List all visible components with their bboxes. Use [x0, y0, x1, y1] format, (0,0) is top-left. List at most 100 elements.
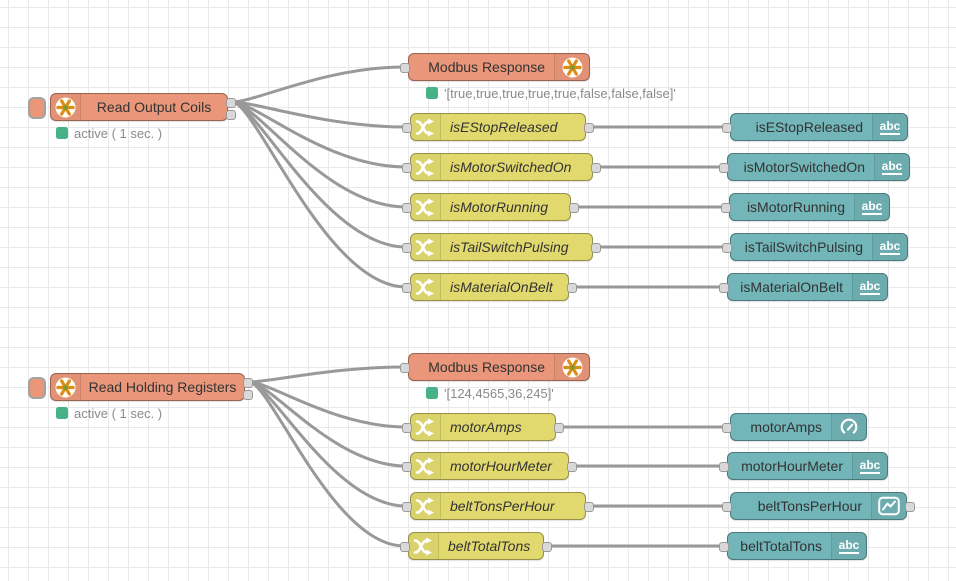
input-port[interactable]	[402, 243, 412, 253]
status-text: '[true,true,true,true,true,false,false,f…	[444, 85, 676, 101]
node-status: active ( 1 sec. )	[56, 406, 162, 421]
text-abc-icon: abc	[852, 453, 887, 479]
text-abc-icon: abc	[854, 194, 889, 220]
input-port[interactable]	[719, 542, 729, 552]
output-port[interactable]	[243, 390, 253, 400]
switch-node-motorHourMeter[interactable]: motorHourMeter	[402, 452, 577, 480]
modbus-read-node-Read-Holding-Registers[interactable]: Read Holding Registers	[28, 373, 253, 401]
abc-badge-label: abc	[879, 238, 901, 255]
switch-node-isMaterialOnBelt[interactable]: isMaterialOnBelt	[402, 273, 577, 301]
output-port[interactable]	[567, 283, 577, 293]
status-text: '[124,4565,36,245]'	[444, 385, 554, 401]
input-port[interactable]	[402, 163, 412, 173]
output-port[interactable]	[569, 203, 579, 213]
ui-text-node-isEStopReleased[interactable]: isEStopReleased abc	[722, 113, 908, 141]
switch-arrows-icon	[409, 533, 439, 559]
output-port[interactable]	[226, 110, 236, 120]
modbus-response-node-Modbus-Response[interactable]: Modbus Response	[400, 53, 590, 81]
input-port[interactable]	[400, 63, 410, 73]
input-port[interactable]	[402, 462, 412, 472]
status-dot	[426, 387, 438, 399]
status-text: active ( 1 sec. )	[74, 125, 163, 141]
input-port[interactable]	[400, 542, 410, 552]
switch-arrows-icon	[411, 194, 441, 220]
output-port[interactable]	[226, 98, 236, 108]
input-port[interactable]	[719, 462, 729, 472]
node-label: Read Holding Registers	[88, 379, 237, 395]
node-label: isTailSwitchPulsing	[744, 239, 863, 255]
output-port[interactable]	[584, 123, 594, 133]
switch-node-isEStopReleased[interactable]: isEStopReleased	[402, 113, 594, 141]
ui-text-node-isTailSwitchPulsing[interactable]: isTailSwitchPulsing abc	[722, 233, 908, 261]
chart-line-icon	[871, 493, 906, 519]
input-port[interactable]	[719, 283, 729, 293]
node-label: Read Output Coils	[96, 99, 212, 115]
wire[interactable]	[247, 380, 408, 508]
output-port[interactable]	[591, 243, 601, 253]
wire[interactable]	[230, 100, 408, 169]
output-port[interactable]	[567, 462, 577, 472]
output-port[interactable]	[243, 378, 253, 388]
node-label: beltTotalTons	[448, 538, 531, 554]
node-trigger-button[interactable]	[28, 97, 46, 119]
modbus-read-node-Read-Output-Coils[interactable]: Read Output Coils	[28, 93, 236, 121]
input-port[interactable]	[400, 363, 410, 373]
switch-node-beltTotalTons[interactable]: beltTotalTons	[400, 532, 552, 560]
modbus-flower-icon	[554, 54, 589, 80]
output-port[interactable]	[542, 542, 552, 552]
switch-arrows-icon	[411, 114, 441, 140]
node-label: isEStopReleased	[755, 119, 863, 135]
ui-gauge-node-motorAmps[interactable]: motorAmps	[722, 413, 867, 441]
node-status: '[true,true,true,true,true,false,false,f…	[426, 85, 676, 101]
ui-text-node-beltTotalTons[interactable]: beltTotalTons abc	[719, 532, 867, 560]
wire[interactable]	[247, 380, 406, 548]
ui-text-node-isMotorRunning[interactable]: isMotorRunning abc	[721, 193, 890, 221]
switch-node-beltTonsPerHour[interactable]: beltTonsPerHour	[402, 492, 594, 520]
input-port[interactable]	[722, 123, 732, 133]
abc-badge-label: abc	[861, 198, 883, 215]
output-port[interactable]	[554, 423, 564, 433]
node-label: isEStopReleased	[450, 119, 558, 135]
switch-node-isMotorSwitchedOn[interactable]: isMotorSwitchedOn	[402, 153, 601, 181]
wire[interactable]	[230, 100, 408, 289]
input-port[interactable]	[402, 423, 412, 433]
text-abc-icon: abc	[874, 154, 909, 180]
output-port[interactable]	[905, 502, 915, 512]
modbus-flower-icon	[51, 94, 81, 120]
input-port[interactable]	[721, 203, 731, 213]
input-port[interactable]	[402, 502, 412, 512]
status-dot	[56, 127, 68, 139]
abc-badge-label: abc	[838, 537, 860, 554]
input-port[interactable]	[722, 243, 732, 253]
input-port[interactable]	[719, 163, 729, 173]
switch-arrows-icon	[411, 453, 441, 479]
node-trigger-button[interactable]	[28, 377, 46, 399]
wire[interactable]	[230, 65, 406, 104]
switch-node-isTailSwitchPulsing[interactable]: isTailSwitchPulsing	[402, 233, 601, 261]
status-dot	[56, 407, 68, 419]
node-label: isMotorRunning	[746, 199, 845, 215]
switch-arrows-icon	[411, 493, 441, 519]
ui-chart-node-beltTonsPerHour[interactable]: beltTonsPerHour	[722, 492, 915, 520]
input-port[interactable]	[402, 203, 412, 213]
input-port[interactable]	[722, 423, 732, 433]
input-port[interactable]	[402, 283, 412, 293]
wire[interactable]	[247, 380, 408, 429]
modbus-response-node-Modbus-Response[interactable]: Modbus Response	[400, 353, 590, 381]
switch-node-motorAmps[interactable]: motorAmps	[402, 413, 564, 441]
abc-badge-label: abc	[879, 118, 901, 135]
text-abc-icon: abc	[872, 234, 907, 260]
wire[interactable]	[247, 365, 406, 384]
node-label: isMaterialOnBelt	[450, 279, 553, 295]
output-port[interactable]	[591, 163, 601, 173]
node-label: beltTotalTons	[740, 538, 822, 554]
input-port[interactable]	[722, 502, 732, 512]
input-port[interactable]	[402, 123, 412, 133]
abc-badge-label: abc	[881, 158, 903, 175]
output-port[interactable]	[584, 502, 594, 512]
switch-node-isMotorRunning[interactable]: isMotorRunning	[402, 193, 579, 221]
